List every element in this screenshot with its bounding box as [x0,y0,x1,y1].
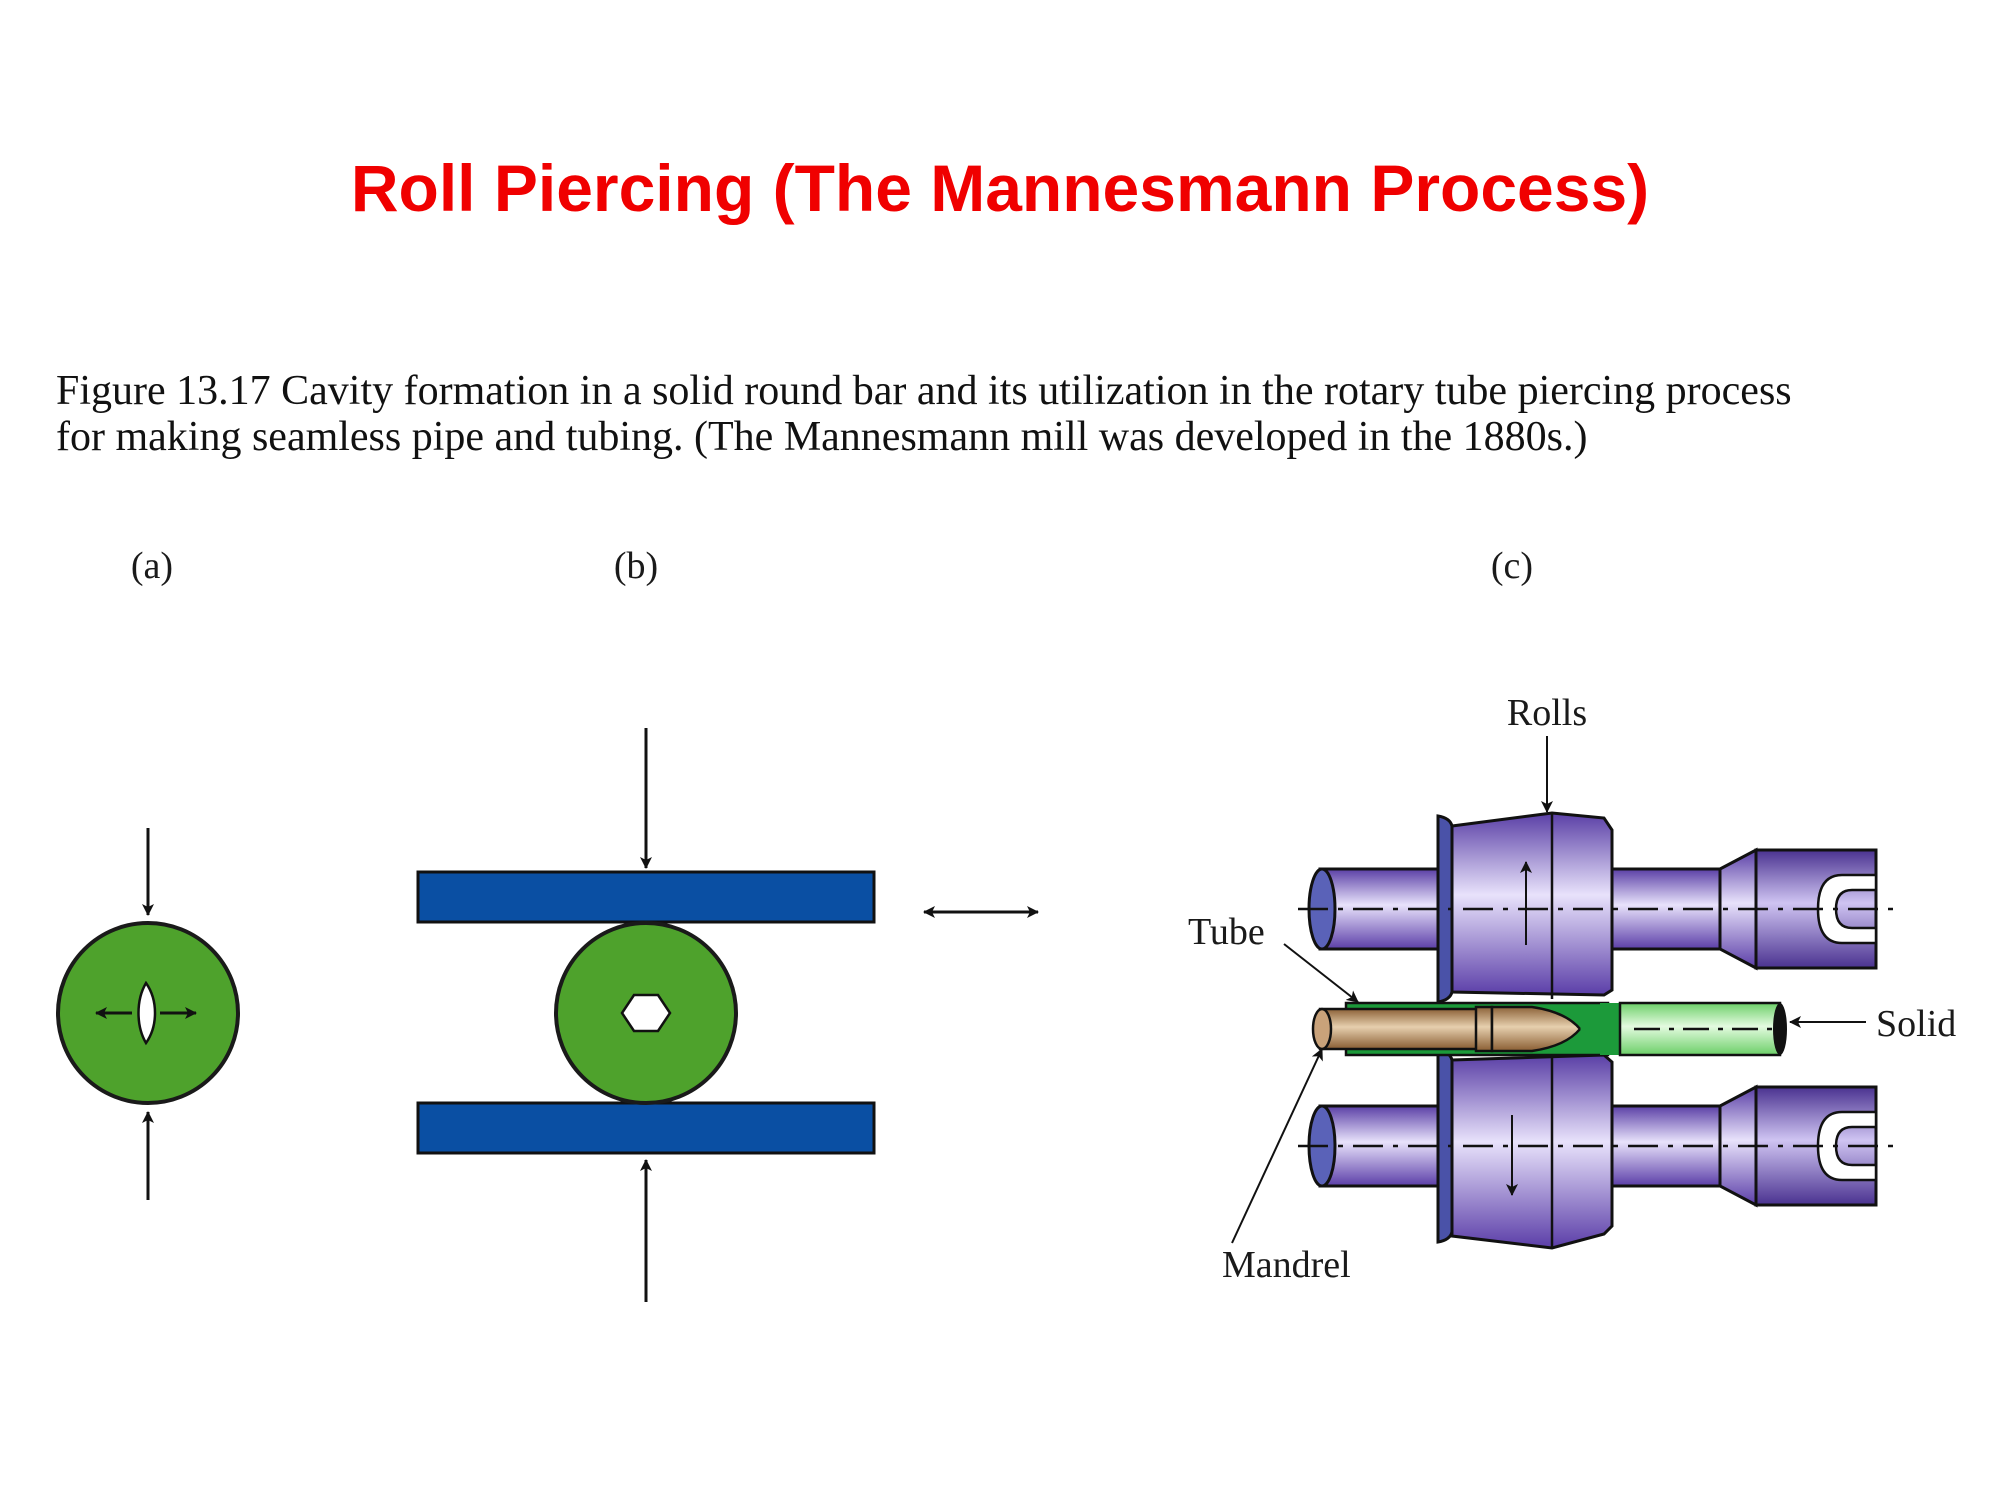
mandrel-rod [1318,1007,1482,1051]
upper-roll [1298,811,1900,1004]
tube-transition [1600,1003,1620,1055]
panel-label-a: (a) [131,545,173,587]
caption-line-2: for making seamless pipe and tubing. (Th… [56,414,1588,460]
mandrel-leader [1231,1048,1323,1244]
mandrel-collar [1474,1005,1494,1053]
tube-label: Tube [1188,911,1265,953]
slide-title: Roll Piercing (The Mannesmann Process) [350,151,1650,225]
central-cavity [137,980,157,1046]
mandrel-label: Mandrel [1222,1244,1351,1286]
lower-die [416,1101,876,1155]
upper-coupling-slot [1816,873,1878,945]
panel-b-flat-dies [416,728,1039,1302]
solid-bar-end [1773,1003,1787,1055]
panel-c-rotary-piercing: Rolls Tube Solid Mandrel [1188,692,1956,1286]
lower-roll-body [1450,1053,1614,1250]
mandrel-rod-end [1311,1007,1333,1051]
workpiece [1311,1001,1787,1057]
lower-roll [1298,1048,1900,1250]
lower-coupling-slot [1816,1110,1878,1182]
upper-die [416,870,876,924]
panel-label-c: (c) [1491,545,1533,587]
figure-caption: Figure 13.17 Cavity formation in a solid… [56,368,1956,460]
solid-label: Solid [1876,1003,1956,1045]
rolls-label: Rolls [1507,692,1587,734]
panel-a-round-bar [56,828,240,1200]
opened-cavity [620,993,672,1033]
piercing-zone [1580,1009,1602,1049]
upper-roll-body [1450,811,1614,997]
mandrel-tip [1490,1005,1582,1053]
tube-leader [1283,943,1359,1003]
panel-label-b: (b) [614,545,658,587]
caption-line-1: Figure 13.17 Cavity formation in a solid… [56,368,1792,414]
